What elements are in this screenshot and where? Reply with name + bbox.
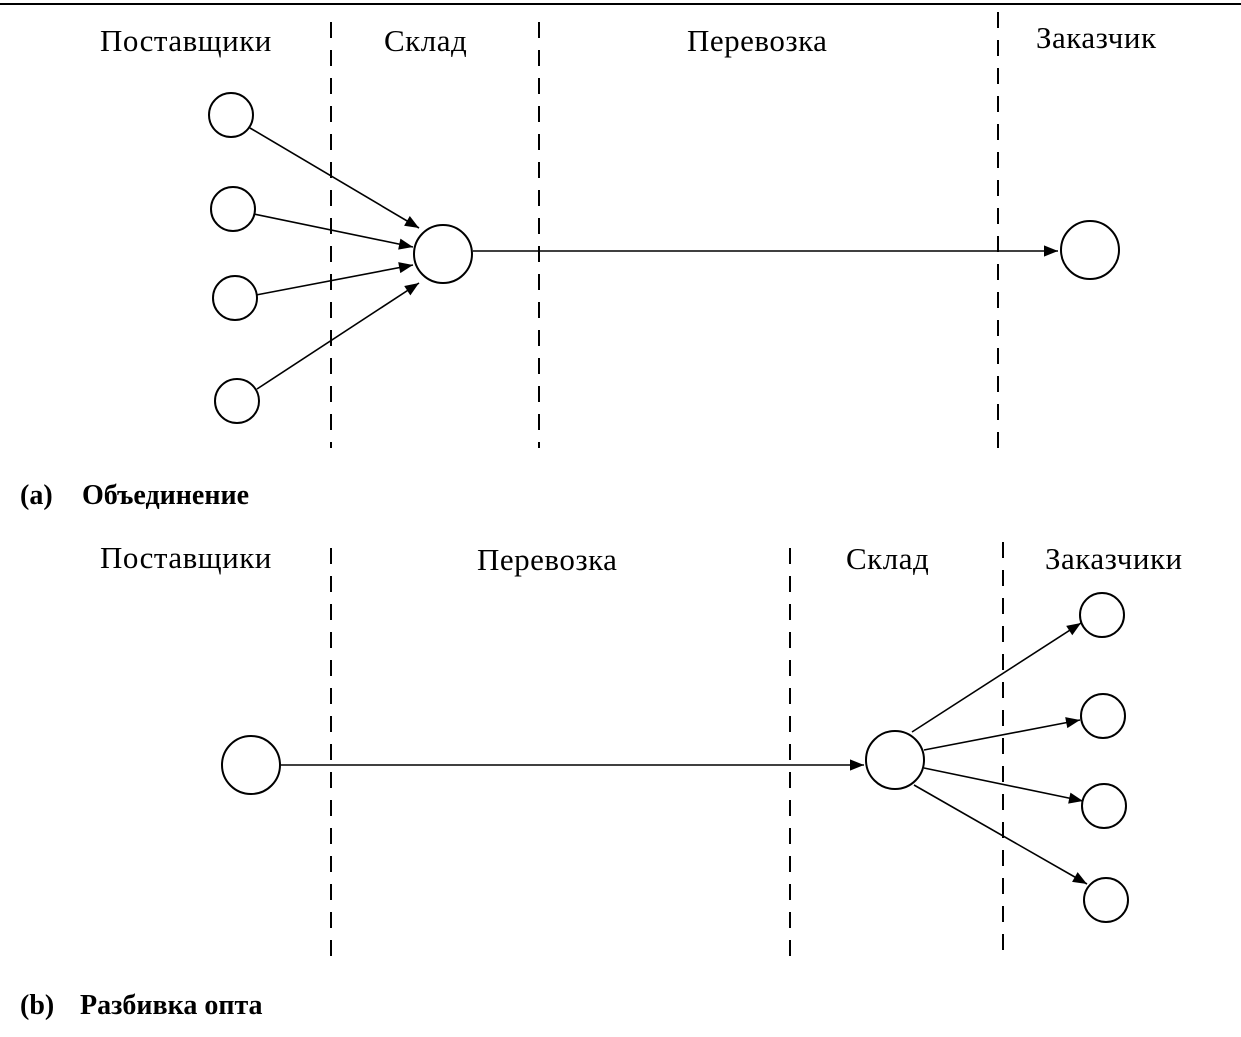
edge-b-customer-3 (923, 767, 1084, 804)
node-a-supplier-3 (212, 275, 258, 321)
panel-a-label-warehouse: Склад (384, 23, 468, 58)
edge-b-customer-2 (923, 717, 1081, 751)
node-b-customer-1 (1079, 592, 1125, 638)
panel-a-nodes (208, 92, 1120, 424)
node-b-customer-4 (1083, 877, 1129, 923)
panel-a-separators (330, 12, 999, 448)
panel-a-edges (249, 127, 1058, 390)
panel-b-caption: Разбивка опта (80, 990, 263, 1021)
node-a-supplier-4 (214, 378, 260, 424)
edge-b-customer-1 (911, 622, 1082, 733)
panel-b-separators (330, 542, 1004, 960)
panel-b-label-suppliers: Поставщики (100, 540, 272, 575)
node-b-customer-3 (1081, 783, 1127, 829)
panel-b-label-warehouse: Склад (846, 541, 930, 576)
node-a-supplier-2 (210, 186, 256, 232)
panel-a-label-customer: Заказчик (1036, 20, 1157, 55)
panel-a-label-suppliers: Поставщики (100, 23, 272, 58)
edge-a-supplier-4 (256, 282, 420, 390)
node-b-warehouse (865, 730, 925, 790)
edge-b-customer-4 (913, 784, 1088, 885)
panel-b-label-customers: Заказчики (1045, 541, 1183, 576)
node-b-customer-2 (1080, 693, 1126, 739)
panel-b-edges (281, 622, 1088, 885)
edge-a-supplier-1 (249, 127, 420, 229)
edge-a-supplier-3 (255, 262, 414, 296)
edge-a-supplier-2 (253, 213, 414, 250)
panel-a-label-transport: Перевозка (687, 23, 828, 58)
node-a-supplier-1 (208, 92, 254, 138)
panel-a-caption-tag: (a) (20, 480, 53, 511)
panel-b-caption-tag: (b) (20, 990, 55, 1021)
panel-b-nodes (221, 592, 1129, 923)
panel-a-caption: Объединение (82, 480, 250, 511)
node-b-supplier (221, 735, 281, 795)
node-a-customer (1060, 220, 1120, 280)
node-a-warehouse (413, 224, 473, 284)
panel-b-label-transport: Перевозка (477, 542, 618, 577)
